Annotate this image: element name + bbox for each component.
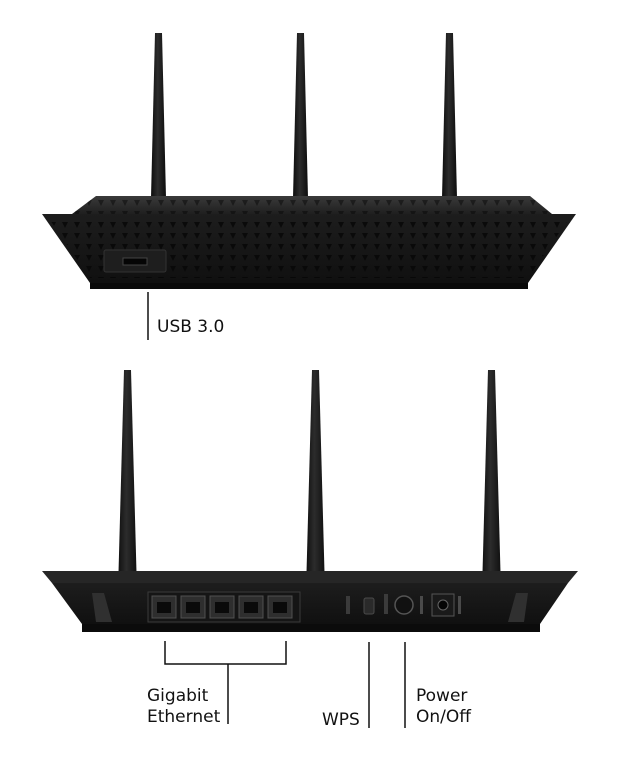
gigabit-ethernet-label-line2: Ethernet <box>147 707 221 727</box>
dc-power-jack <box>431 593 461 617</box>
router-back-body <box>52 583 568 624</box>
router-front-view <box>42 33 576 340</box>
usb-port <box>103 249 167 273</box>
ethernet-callout-bracket <box>164 641 287 724</box>
usb-label: USB 3.0 <box>157 317 225 337</box>
gigabit-ethernet-label-line1: Gigabit <box>147 686 209 706</box>
antenna-front-left <box>151 33 166 198</box>
antenna-front-right <box>442 33 457 198</box>
reset-button <box>346 596 350 614</box>
ethernet-ports <box>147 591 301 623</box>
router-back-view <box>42 370 578 728</box>
router-back-top-edge <box>42 571 578 583</box>
antenna-back-right <box>481 370 502 628</box>
wps-label: WPS <box>322 710 360 730</box>
gigabit-ethernet-label: Gigabit Ethernet <box>147 686 220 728</box>
power-on-off-label: Power On/Off <box>416 686 471 728</box>
antenna-back-middle <box>305 370 326 628</box>
wps-button <box>363 597 375 615</box>
antenna-front-middle <box>293 33 308 198</box>
power-label-line1: Power <box>416 686 468 706</box>
antenna-back-left <box>117 370 138 628</box>
power-label-line2: On/Off <box>416 707 471 727</box>
power-button <box>384 594 423 615</box>
